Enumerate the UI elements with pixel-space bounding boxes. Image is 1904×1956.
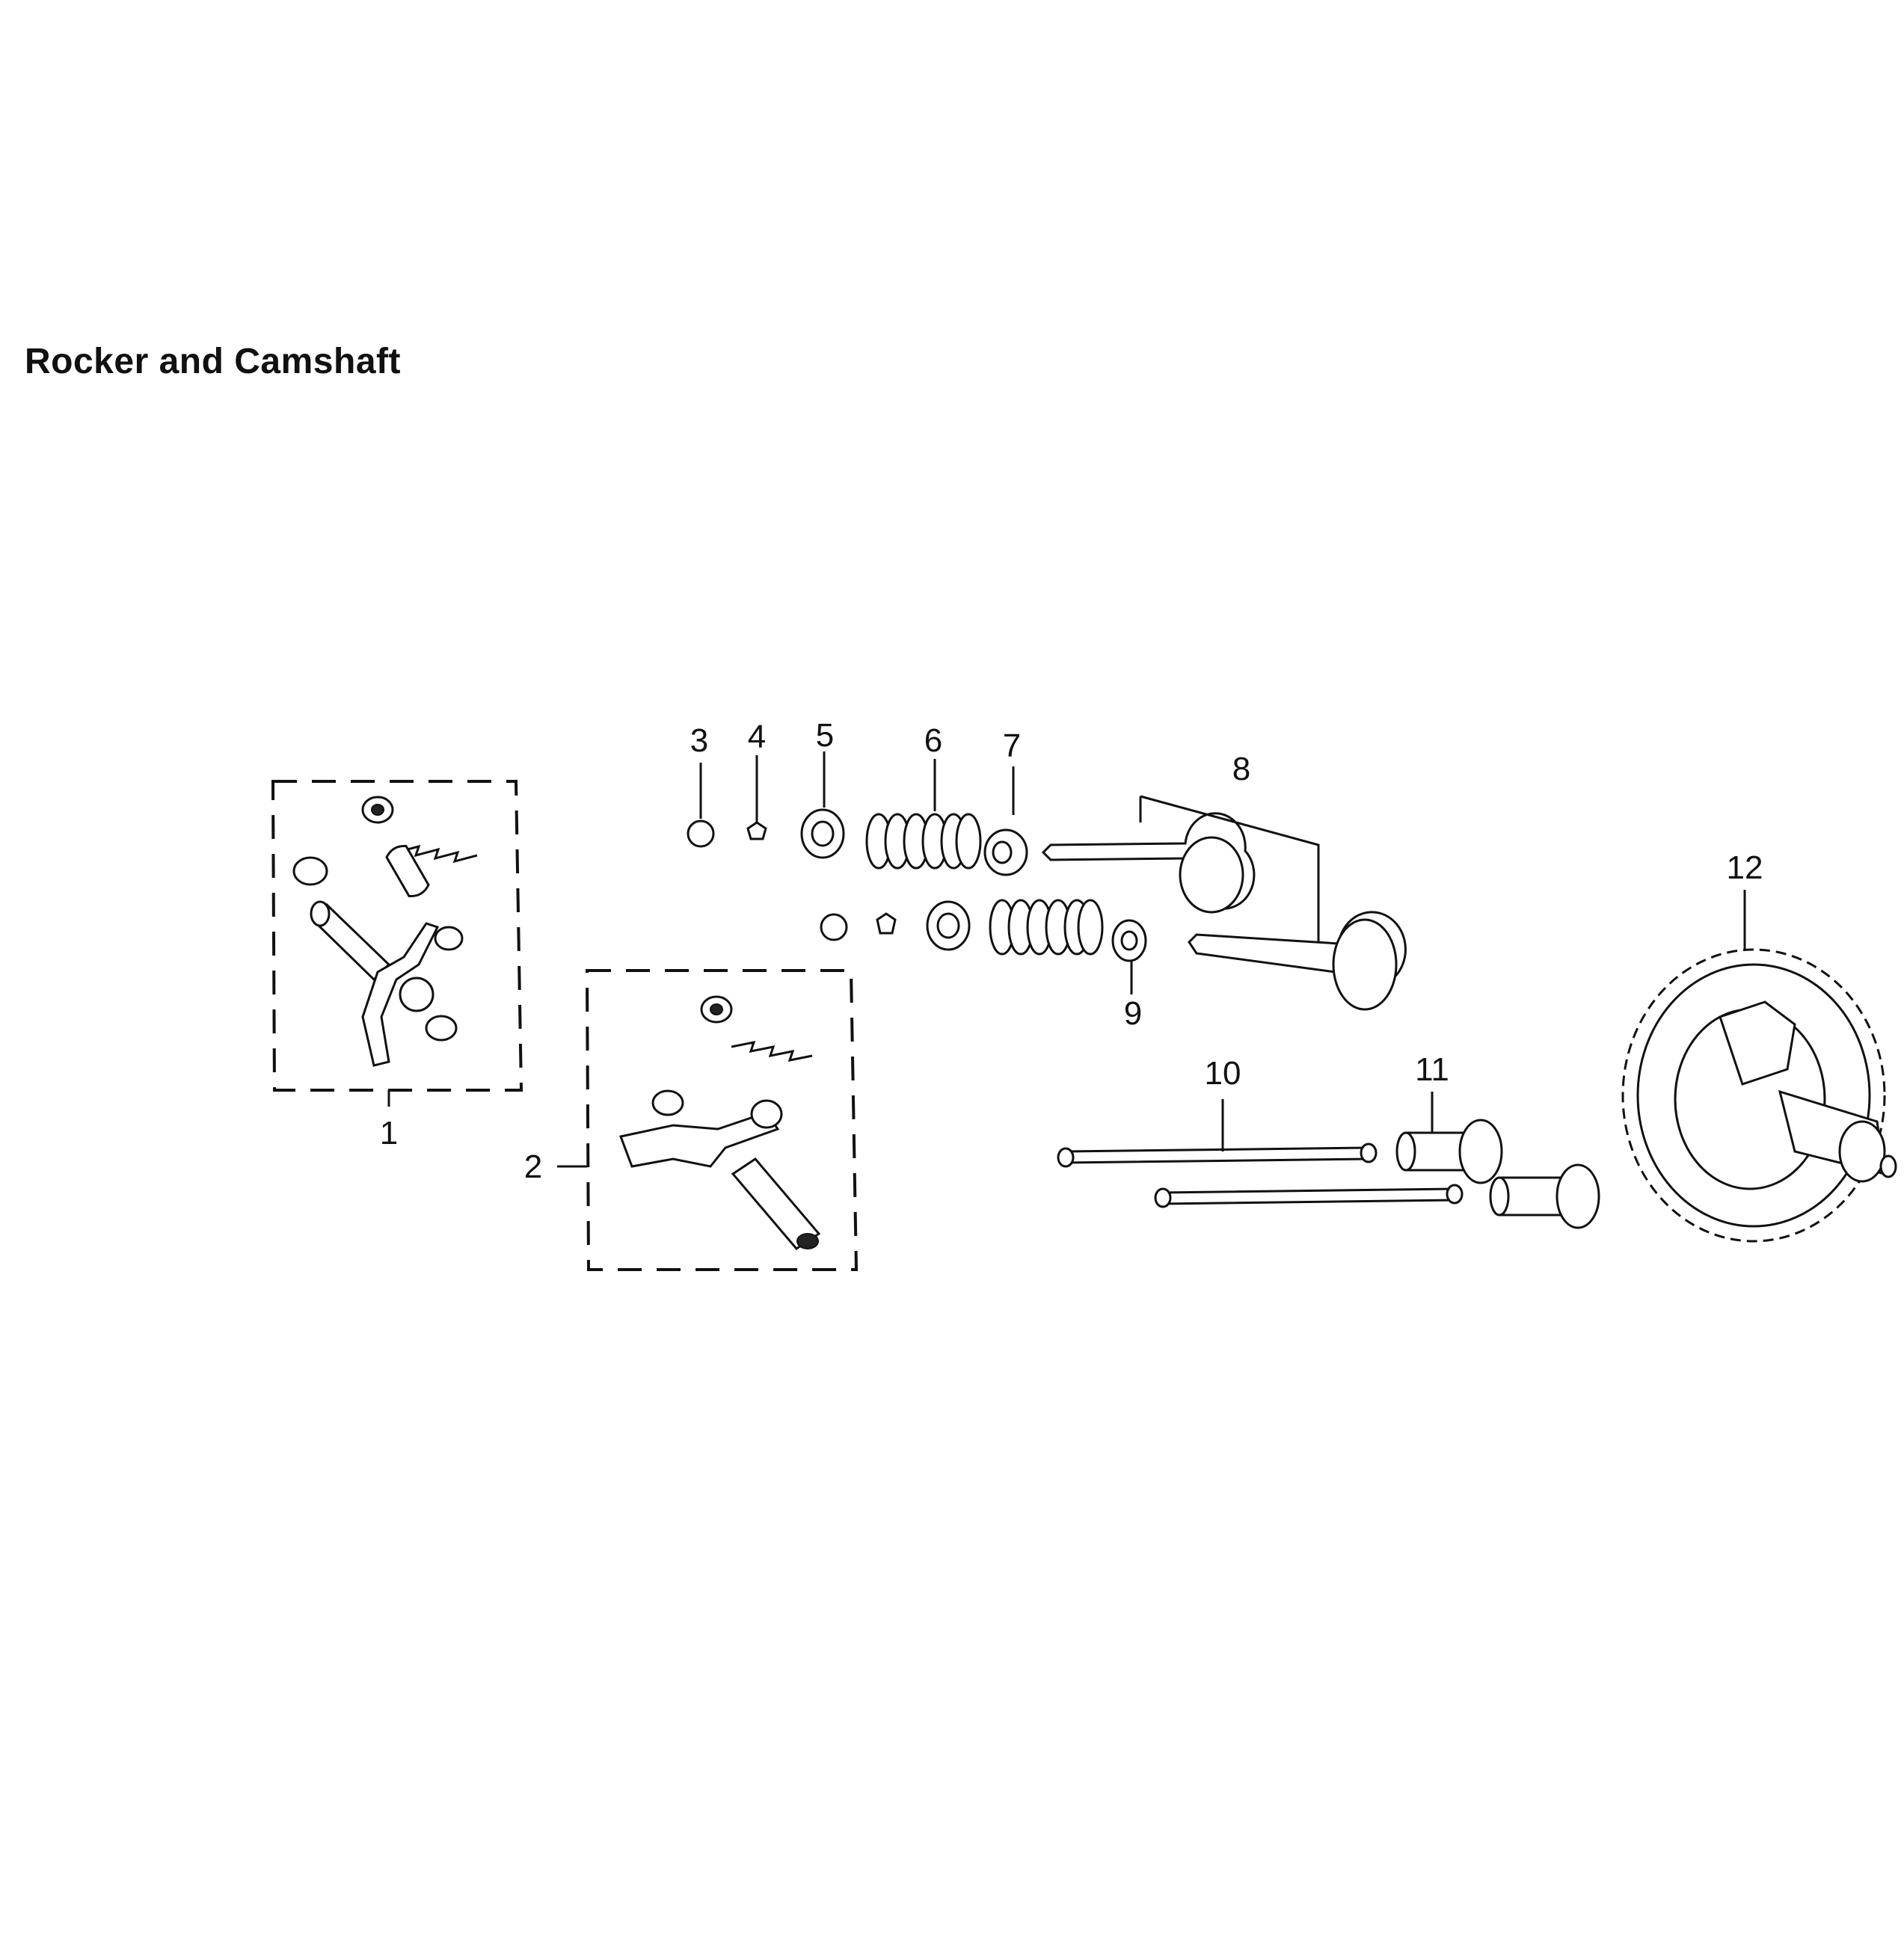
callout-7: 7 (1003, 728, 1021, 764)
camshaft-gear (1621, 890, 1897, 1243)
rocker-assembly-1 (271, 780, 523, 1107)
callout-8: 8 (1232, 751, 1250, 787)
callout-4: 4 (748, 719, 766, 755)
callout-9: 9 (1124, 995, 1142, 1032)
valve-train-upper (687, 751, 1256, 914)
callout-12: 12 (1727, 849, 1763, 886)
callout-11: 11 (1415, 1051, 1449, 1088)
push-rods-and-tappets (1057, 1092, 1600, 1229)
callout-5: 5 (816, 717, 834, 754)
rocker-assembly-2 (557, 969, 859, 1271)
callout-10: 10 (1205, 1055, 1241, 1092)
callout-3: 3 (690, 722, 708, 759)
callout-2: 2 (524, 1148, 542, 1185)
callout-labels: 1 2 3 4 5 6 7 8 9 10 11 12 (380, 717, 1763, 1185)
page-title: Rocker and Camshaft (25, 342, 401, 381)
callout-6: 6 (924, 722, 942, 759)
callout-1: 1 (380, 1115, 398, 1151)
valve-train-lower (820, 795, 1407, 1011)
